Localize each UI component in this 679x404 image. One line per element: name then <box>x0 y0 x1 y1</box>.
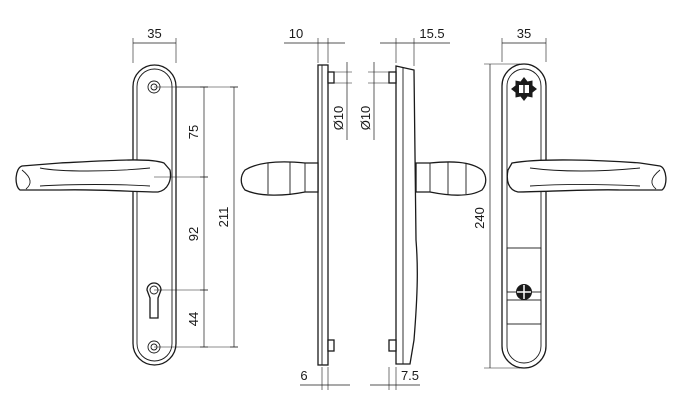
front-backplate <box>132 64 177 366</box>
side-right-bottom-pin <box>388 339 397 352</box>
side-right-bottom-label: 7.5 <box>401 368 419 383</box>
back-height-label: 240 <box>472 207 487 229</box>
front-backplate-inner-edge <box>136 68 173 362</box>
back-width-label: 35 <box>517 26 531 41</box>
side-left-lever <box>240 161 319 196</box>
back-lever-handle <box>506 159 667 193</box>
side-view-left: 10 Ø10 6 <box>240 26 352 390</box>
side-left-backplate <box>317 64 329 366</box>
side-right-backplate <box>395 65 418 365</box>
front-lever-handle <box>15 159 172 193</box>
back-backplate <box>501 63 547 369</box>
side-right-lever <box>415 161 487 196</box>
front-dim-top-label: 75 <box>186 125 201 139</box>
side-right-top-label: 15.5 <box>419 26 444 41</box>
front-dim-middle-label: 92 <box>186 227 201 241</box>
side-view-right: 15.5 Ø10 7.5 <box>358 26 487 390</box>
front-view: 35 75 92 44 211 <box>15 26 238 366</box>
front-dim-bottom-label: 44 <box>186 312 201 326</box>
side-left-bottom-label: 6 <box>300 368 307 383</box>
side-left-pin-diameter-label: Ø10 <box>331 106 346 131</box>
side-left-top-label: 10 <box>289 26 303 41</box>
side-right-pin-diameter-label: Ø10 <box>358 106 373 131</box>
back-view: 35 240 <box>472 26 667 369</box>
back-backplate-inner-edge <box>506 68 542 364</box>
front-dim-total-label: 211 <box>216 207 231 228</box>
side-left-bottom-pin <box>327 339 335 352</box>
side-right-top-pin <box>388 71 397 84</box>
front-width-label: 35 <box>147 26 161 41</box>
side-left-top-pin <box>327 71 335 84</box>
